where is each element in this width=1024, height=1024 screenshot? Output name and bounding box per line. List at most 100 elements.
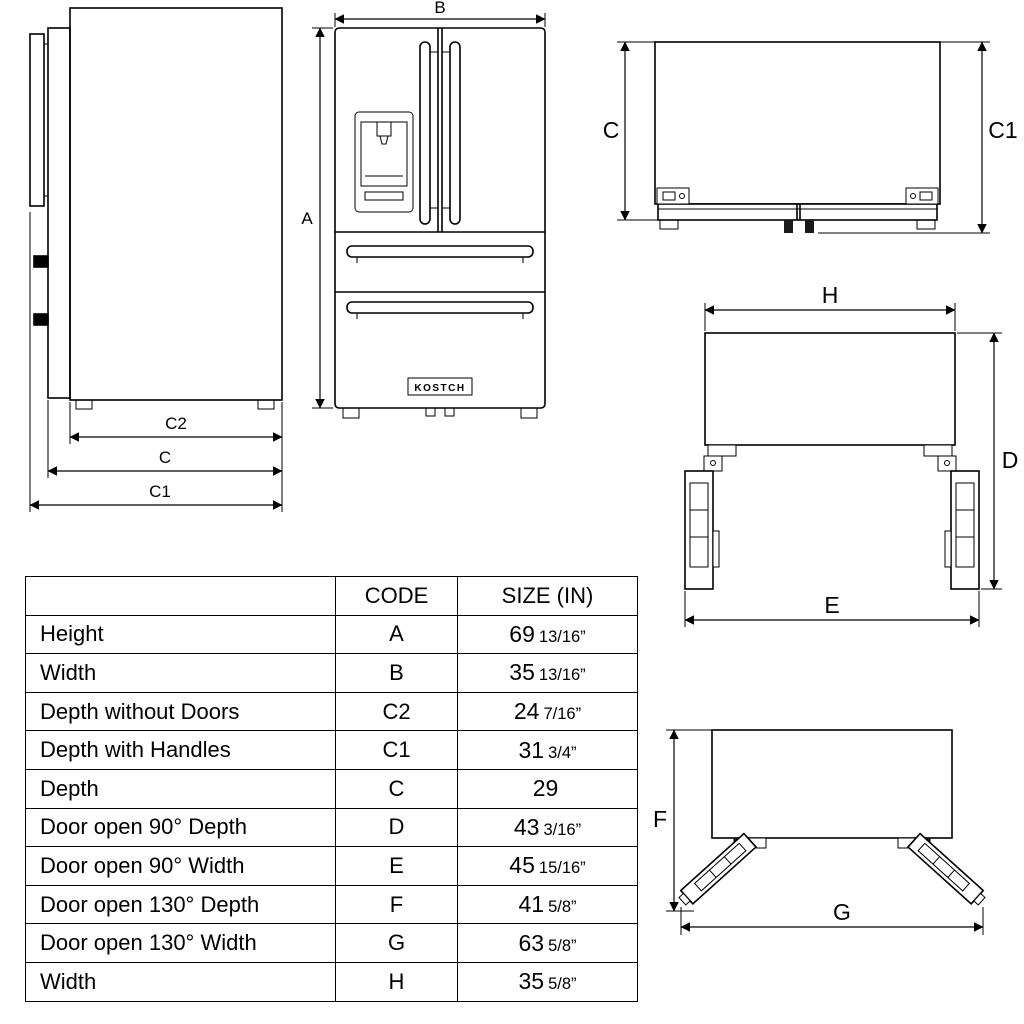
row-code: C2 [335,691,458,732]
dim-label-c-side: C [159,448,171,467]
size-frac: 15/16” [538,859,586,878]
dim-label-f: F [653,806,667,832]
size-main: 31 [518,736,545,763]
left-door-open90 [684,470,720,590]
left-hinge-90 [703,444,737,472]
size-frac: 3/16” [543,820,582,839]
size-frac: 5/8” [548,975,577,994]
row-code: B [335,653,458,693]
dimension-c1-side: C1 [29,212,283,512]
dim-label-g: G [833,899,851,925]
side-view-diagram: C2 C C1 [29,7,283,512]
row-label: Width [25,961,336,1002]
dimension-e: E [684,591,980,627]
row-label: Depth with Handles [25,730,336,770]
cabinet-open90-outline [704,332,956,446]
dimension-c-side: C [47,400,283,478]
size-frac: 7/16” [543,705,582,724]
left-door-handle [419,41,438,225]
size-main: 43 [513,813,540,840]
dimension-a: A [301,27,333,409]
dimension-b: B [334,0,546,27]
size-main: 69 [509,620,535,647]
table-row: Depth C 29 [25,768,638,809]
dim-label-d: D [1002,447,1019,473]
row-label: Door open 90° Width [25,846,336,886]
cabinet-top-outline [654,41,941,221]
dimension-c1-top: C1 [818,41,1018,234]
row-label: Door open 130° Width [25,923,336,963]
row-code: G [335,923,458,963]
water-dispenser [354,111,414,213]
cabinet-open130-outline [711,729,953,839]
size-frac: 5/8” [548,898,577,917]
middle-drawer-handle [346,245,534,263]
brand-logo: KOSTCH [407,377,473,396]
dim-label-c2: C2 [165,414,187,433]
row-label: Door open 90° Depth [25,807,336,848]
table-header-row: CODE SIZE (IN) [25,576,638,616]
size-main: 63 [518,929,545,956]
dim-label-c1-side: C1 [149,482,171,501]
hinge-mark-upper [33,255,49,268]
dim-label-a: A [301,209,313,228]
row-code: H [335,961,458,1002]
size-main: 24 [513,698,540,725]
size-frac: 5/8” [548,936,577,955]
dimension-f: F [653,729,712,912]
dimension-g: G [680,899,984,935]
size-main: 35 [518,968,545,995]
bottom-drawer-handle [346,301,534,319]
right-hinge-90 [923,444,957,472]
dim-label-b: B [434,0,445,17]
dim-label-c-top: C [603,117,620,143]
top-view-open90-diagram: H [684,282,1019,627]
left-hinge [656,187,690,230]
right-door-handle [442,41,461,225]
door-handles-top [784,220,814,233]
dim-label-h: H [822,282,839,308]
dimension-c2: C2 [69,402,283,512]
left-door-open130 [678,832,758,906]
right-hinge [905,187,939,230]
size-cell: 29 [457,768,638,809]
fridge-side-outline [29,7,283,410]
header-size: SIZE (IN) [457,576,638,616]
size-main: 35 [509,659,535,686]
dimension-d: D [957,332,1019,590]
dim-label-c1-top: C1 [988,117,1017,143]
row-label: Depth without Doors [25,691,336,732]
row-label: Height [25,614,336,655]
right-door-open90 [944,470,980,590]
size-main: 29 [532,775,559,802]
size-main: 41 [518,891,545,918]
row-label: Door open 130° Depth [25,884,336,925]
row-code: D [335,807,458,848]
header-code: CODE [335,576,458,616]
header-blank [25,576,336,616]
dimension-h: H [704,282,956,331]
row-label: Width [25,653,336,693]
top-view-closed-diagram: C C1 [603,41,1018,234]
dimension-c-top: C [603,41,658,221]
hinge-mark-lower [33,313,49,326]
size-frac: 13/16” [538,666,586,685]
brand-logo-text: KOSTCH [414,383,465,394]
